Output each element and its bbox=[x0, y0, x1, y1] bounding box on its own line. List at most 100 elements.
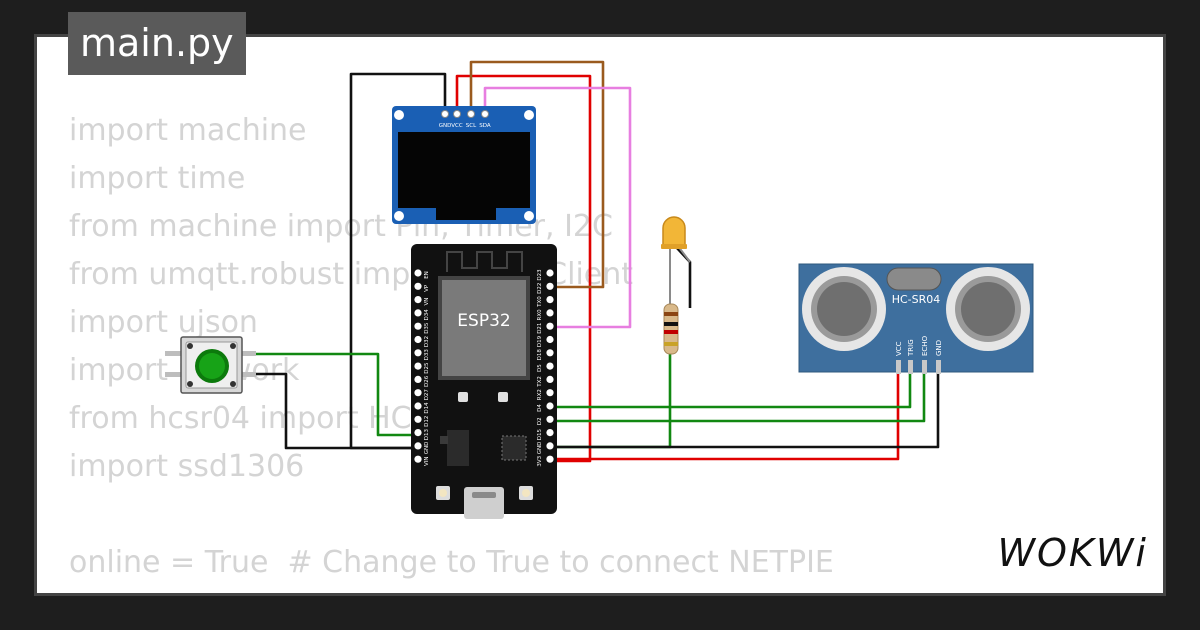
esp32-label: ESP32 bbox=[457, 311, 510, 331]
esp32-pin-label: D27 bbox=[424, 389, 430, 401]
wire-led-signal[interactable] bbox=[551, 350, 672, 449]
esp32-pin-hole[interactable] bbox=[414, 402, 422, 410]
esp32-pin-label: D4 bbox=[537, 404, 543, 412]
esp32-pin-label: GND bbox=[537, 442, 543, 455]
push-button[interactable] bbox=[165, 336, 256, 394]
wires bbox=[244, 60, 940, 463]
esp32-pin-label: GND bbox=[424, 442, 430, 455]
esp32-pin-label: 3V3 bbox=[537, 455, 543, 466]
esp32-pin-hole[interactable] bbox=[546, 309, 554, 317]
oled-pin-label: GND bbox=[439, 123, 452, 129]
esp32-pin-hole[interactable] bbox=[546, 282, 554, 290]
usb-port bbox=[464, 487, 504, 519]
esp32-pin-label: D18 bbox=[537, 349, 543, 361]
esp32-pin-label: D23 bbox=[537, 269, 543, 281]
esp32-right-pin-holes bbox=[546, 269, 554, 463]
sensor-pin-label: VCC bbox=[895, 341, 903, 356]
code-line: online = True # Change to True to connec… bbox=[69, 545, 834, 580]
esp32-pin-label: D12 bbox=[424, 416, 430, 427]
esp32-pin-label: D21 bbox=[537, 323, 543, 334]
oled-display[interactable]: GND VCC SCL SDA bbox=[392, 106, 536, 224]
esp32-pin-hole[interactable] bbox=[546, 322, 554, 330]
esp32-pin-label: D19 bbox=[537, 335, 543, 347]
esp32-pin-hole[interactable] bbox=[546, 402, 554, 410]
esp32-pin-hole[interactable] bbox=[546, 455, 554, 463]
wire-oled-scl[interactable] bbox=[469, 60, 605, 289]
esp32-pin-label: D26 bbox=[424, 375, 430, 387]
esp32-pin-label: RX0 bbox=[537, 309, 543, 321]
sensor-pin-label: TRIG bbox=[907, 339, 915, 357]
wire-button-signal[interactable] bbox=[244, 352, 414, 437]
sensor-pin-label: ECHO bbox=[921, 335, 929, 356]
wire-sensor-echo[interactable] bbox=[551, 372, 926, 423]
esp32-pin-hole[interactable] bbox=[414, 455, 422, 463]
wire-led-gnd[interactable] bbox=[676, 247, 692, 308]
led[interactable] bbox=[661, 216, 691, 306]
esp32-pin-hole[interactable] bbox=[546, 362, 554, 370]
esp32-pin-label: VN bbox=[424, 298, 430, 306]
esp32-pin-label: D22 bbox=[537, 283, 543, 294]
esp32-pin-hole[interactable] bbox=[414, 269, 422, 277]
esp32-pin-hole[interactable] bbox=[546, 296, 554, 304]
resistor[interactable] bbox=[663, 303, 679, 355]
esp32-pin-label: D33 bbox=[424, 349, 430, 361]
wire-oled-sda[interactable] bbox=[483, 86, 632, 329]
esp32-left-pin-holes bbox=[414, 269, 422, 463]
esp32-left-pin-labels: ENVPVND34D35D32D33D25D26D27D14D12D13GNDV… bbox=[424, 271, 430, 466]
esp32-pin-hole[interactable] bbox=[414, 349, 422, 357]
esp32-pin-label: TX0 bbox=[537, 296, 543, 308]
esp32-right-pin-labels: D23D22TX0RX0D21D19D18D5TX2RX2D4D2D15GND3… bbox=[537, 269, 543, 467]
file-tab[interactable]: main.py bbox=[68, 12, 246, 75]
esp32-pin-hole[interactable] bbox=[414, 296, 422, 304]
esp32-pin-label: RX2 bbox=[537, 389, 543, 400]
esp32-pin-label: D15 bbox=[537, 428, 543, 440]
esp32-pin-hole[interactable] bbox=[414, 282, 422, 290]
wire-sensor-trig[interactable] bbox=[551, 372, 912, 409]
wire-button-gnd[interactable] bbox=[244, 372, 414, 450]
esp32-pin-hole[interactable] bbox=[546, 429, 554, 437]
ultrasonic-sensor[interactable]: HC-SR04 VCC TRIG ECHO GND bbox=[798, 263, 1034, 374]
esp32-pin-hole[interactable] bbox=[546, 442, 554, 450]
esp32-pin-hole[interactable] bbox=[546, 349, 554, 357]
wire-oled-vcc[interactable] bbox=[455, 74, 592, 463]
oled-pin-label: VCC bbox=[451, 123, 463, 129]
esp32-pin-hole[interactable] bbox=[414, 322, 422, 330]
esp32-pin-hole[interactable] bbox=[414, 362, 422, 370]
esp32-pin-hole[interactable] bbox=[414, 335, 422, 344]
oled-pins bbox=[441, 110, 489, 118]
oled-pin-label: SCL bbox=[466, 123, 477, 129]
code-line: from machine import Pin, Timer, I2C bbox=[69, 209, 613, 244]
esp32-pin-label: VIN bbox=[424, 456, 430, 466]
oled-pin-label: SDA bbox=[479, 123, 491, 129]
code-line: import machine bbox=[69, 113, 307, 148]
wire-sensor-gnd[interactable] bbox=[551, 372, 940, 449]
sensor-label: HC-SR04 bbox=[892, 293, 941, 306]
esp32-pin-hole[interactable] bbox=[414, 389, 422, 397]
esp32-pin-hole[interactable] bbox=[414, 415, 422, 423]
esp32-pin-hole[interactable] bbox=[546, 335, 554, 344]
wire-sensor-vcc[interactable] bbox=[551, 372, 900, 461]
esp32-pin-hole[interactable] bbox=[546, 269, 554, 277]
esp32-pin-hole[interactable] bbox=[546, 415, 554, 423]
esp32-pin-label: VP bbox=[424, 284, 430, 292]
esp32-pin-label: TX2 bbox=[537, 376, 543, 388]
esp32-pin-label: D25 bbox=[424, 362, 430, 374]
esp32-pin-hole[interactable] bbox=[414, 442, 422, 450]
code-line: import time bbox=[69, 161, 246, 196]
esp32-pin-hole[interactable] bbox=[546, 389, 554, 397]
esp32-pin-hole[interactable] bbox=[546, 375, 554, 383]
esp32-pin-hole[interactable] bbox=[414, 309, 422, 317]
esp32-pin-hole[interactable] bbox=[414, 375, 422, 383]
esp32-pin-hole[interactable] bbox=[414, 429, 422, 437]
sensor-pin-label: GND bbox=[935, 340, 943, 356]
esp32-board[interactable]: ESP32 ENVPVND34D35D32D33D25D26D27D14D12D… bbox=[411, 244, 557, 519]
wokwi-logo: WOKWi bbox=[997, 531, 1148, 575]
esp32-pin-label: D34 bbox=[424, 309, 430, 321]
code-line: import ssd1306 bbox=[69, 449, 305, 484]
esp32-pin-label: D14 bbox=[424, 402, 430, 414]
esp32-pin-label: D2 bbox=[537, 417, 543, 425]
code-preview: import machine import time from machine … bbox=[69, 107, 1163, 593]
sensor-pins bbox=[896, 360, 941, 374]
esp32-module bbox=[442, 280, 526, 376]
